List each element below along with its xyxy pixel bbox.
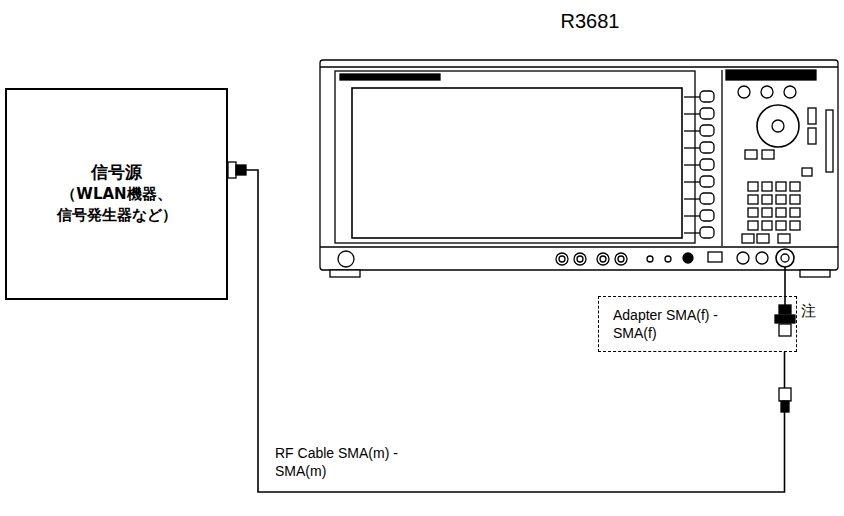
- softkeys: [684, 91, 714, 238]
- display-bezel: [335, 71, 695, 243]
- note-mark: 注: [801, 302, 816, 320]
- adapter-box: Adapter SMA(f) - SMA(f): [598, 296, 797, 352]
- node-heading: Adapter SMA(f) - SMA(f): [613, 306, 725, 342]
- rotary-knob: [757, 105, 799, 147]
- card-slot: [826, 110, 833, 172]
- source-box: 信号源（WLAN機器、 信号発生器など）: [5, 88, 228, 300]
- diagram-title: R3681: [440, 10, 740, 33]
- screen: [352, 88, 682, 238]
- source-connector: [228, 162, 246, 178]
- node-heading: 信号源: [91, 161, 142, 184]
- cable-label: RF Cable SMA(m) - SMA(m): [273, 444, 405, 480]
- node-body: （WLAN機器、 信号発生器など）: [32, 184, 202, 228]
- adapter-symbol: [775, 305, 795, 336]
- rf-input-connector: [776, 249, 794, 267]
- cable-plug: [779, 388, 791, 412]
- analyzer-body: [320, 60, 838, 270]
- power-switch: [338, 251, 354, 267]
- keypad: [742, 168, 812, 243]
